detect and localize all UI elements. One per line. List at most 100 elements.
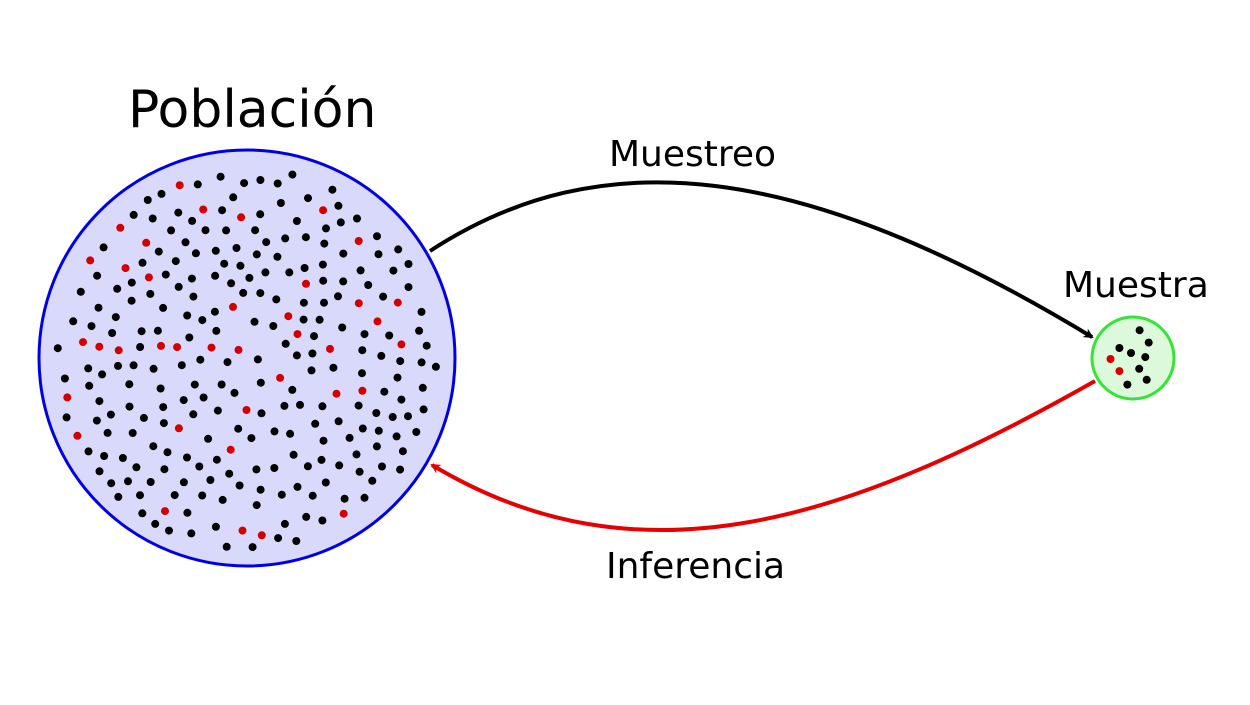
dot	[1115, 344, 1124, 352]
dot	[261, 268, 270, 277]
dot	[235, 481, 244, 490]
marked-dot	[276, 373, 285, 382]
dot	[300, 264, 309, 272]
dot	[87, 322, 96, 331]
dot	[388, 413, 397, 421]
dot	[417, 307, 426, 316]
dot	[160, 465, 169, 474]
marked-dot	[319, 206, 328, 215]
dot	[280, 519, 289, 528]
marked-dot	[354, 237, 363, 245]
dot	[222, 542, 231, 551]
inference-label: Inferencia	[606, 546, 786, 587]
dot	[108, 329, 117, 337]
marked-dot	[332, 389, 341, 398]
dot	[245, 273, 254, 282]
dot	[106, 410, 115, 419]
dot	[183, 453, 191, 462]
dot	[146, 478, 155, 486]
marked-dot	[238, 526, 247, 535]
dot	[1141, 353, 1150, 362]
dot	[392, 432, 401, 441]
dot	[114, 361, 122, 370]
dot	[174, 282, 183, 291]
dot	[419, 405, 428, 414]
dot	[177, 361, 186, 370]
dot	[1135, 326, 1144, 335]
dot	[288, 170, 297, 179]
dot	[127, 296, 136, 305]
dot	[234, 424, 243, 433]
dot	[201, 226, 210, 235]
dot	[273, 252, 282, 261]
marked-dot	[175, 181, 184, 190]
dot	[318, 402, 327, 411]
dot	[129, 210, 138, 219]
dot	[206, 476, 215, 484]
dot	[393, 373, 402, 382]
dot	[211, 522, 220, 531]
dot	[301, 233, 310, 242]
dot	[360, 330, 369, 339]
dot	[218, 206, 227, 215]
dot	[95, 397, 104, 406]
dot	[360, 493, 369, 502]
sample-dots	[1106, 326, 1153, 389]
dot	[417, 358, 426, 367]
dot	[418, 383, 427, 392]
marked-dot	[173, 343, 182, 352]
marked-dot	[114, 346, 123, 355]
dot	[159, 403, 168, 412]
marked-dot	[354, 299, 363, 308]
dot	[377, 351, 386, 360]
dot	[358, 369, 366, 378]
dot	[212, 455, 221, 464]
population-label: Población	[128, 80, 377, 140]
dot	[136, 343, 145, 351]
dot	[212, 326, 221, 335]
dot	[84, 447, 93, 456]
dot	[389, 266, 398, 275]
dot	[319, 276, 328, 285]
dot	[151, 519, 160, 528]
dot	[397, 395, 406, 404]
dot	[216, 172, 225, 181]
dot	[199, 393, 208, 402]
marked-dot	[207, 343, 216, 352]
marked-dot	[73, 431, 82, 440]
dot	[293, 482, 302, 491]
marked-dot	[121, 264, 130, 273]
dot	[320, 298, 328, 307]
dot	[285, 268, 294, 277]
dot	[315, 315, 324, 324]
dot	[198, 316, 207, 325]
dot	[193, 180, 202, 189]
dot	[422, 341, 431, 350]
dot	[179, 478, 188, 487]
dot	[179, 396, 188, 405]
dot	[340, 494, 349, 503]
dot	[222, 226, 231, 235]
dot	[353, 214, 361, 223]
dot	[240, 179, 249, 188]
dot	[165, 526, 173, 535]
population-circle	[37, 148, 457, 568]
dot	[167, 226, 176, 235]
dot	[328, 185, 337, 194]
dot	[299, 315, 308, 324]
dot	[191, 249, 200, 258]
dot	[321, 478, 330, 487]
dot	[378, 462, 386, 471]
dot	[396, 357, 405, 366]
dot	[404, 283, 413, 292]
marked-dot	[226, 445, 235, 454]
dot	[319, 436, 328, 445]
sampling-arrow	[428, 180, 1094, 339]
marked-dot	[79, 338, 87, 347]
dot	[335, 461, 344, 470]
dot	[318, 516, 327, 525]
dot	[322, 224, 330, 233]
marked-dot	[339, 509, 348, 518]
dot	[103, 428, 112, 437]
marked-dot	[242, 406, 251, 414]
